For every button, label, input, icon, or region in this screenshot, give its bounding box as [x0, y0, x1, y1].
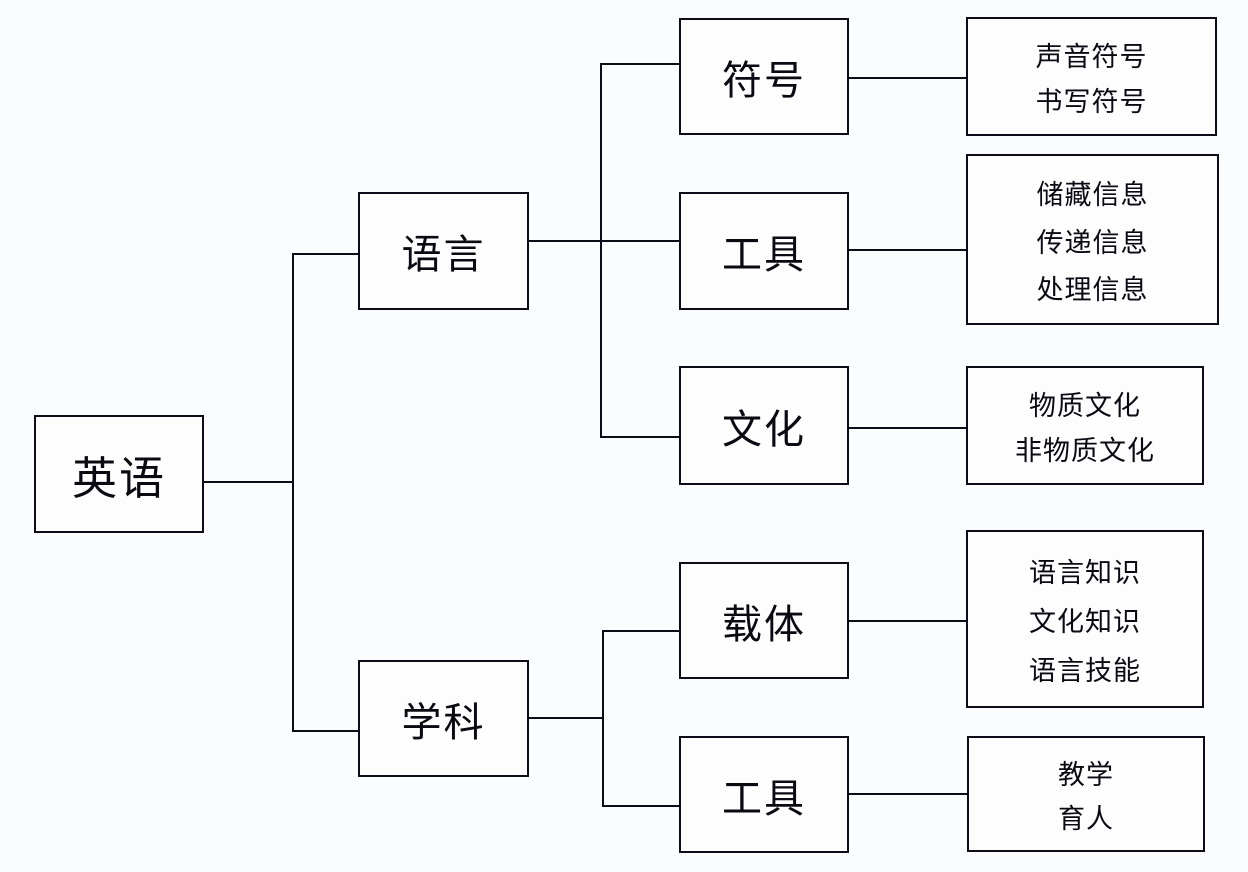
leaf-line: 处理信息: [1036, 274, 1149, 305]
leaf-line: 语言技能: [1029, 656, 1141, 687]
node-symbol: 符号: [679, 18, 849, 135]
leaf-line: 传递信息: [1036, 227, 1149, 258]
connector-carrier-details: [849, 620, 966, 622]
node-discipline-label: 学科: [401, 700, 486, 745]
connector-symbol-details: [849, 77, 966, 79]
leaf-tool-details: 储藏信息 传递信息 处理信息: [966, 154, 1219, 325]
leaf-carrier-details: 语言知识 文化知识 语言技能: [966, 530, 1204, 708]
leaf-line: 语言知识: [1029, 558, 1141, 589]
connector-trunk3-carrier: [604, 630, 679, 632]
node-tool-language-label: 工具: [722, 233, 806, 277]
connector-trunk1-vertical: [292, 253, 294, 732]
connector-trunk2-symbol: [602, 63, 679, 65]
leaf-line: 非物质文化: [1015, 436, 1155, 467]
node-english: 英语: [34, 415, 204, 533]
connector-trunk2-vertical: [600, 63, 602, 438]
leaf-line: 储藏信息: [1036, 180, 1149, 211]
node-culture: 文化: [679, 366, 849, 485]
node-language: 语言: [358, 192, 529, 310]
leaf-tool2-details: 教学 育人: [967, 736, 1205, 852]
node-discipline: 学科: [358, 660, 529, 777]
node-tool-language: 工具: [679, 192, 849, 310]
connector-culture-details: [849, 427, 966, 429]
connector-english-trunk: [204, 481, 293, 483]
leaf-line: 文化知识: [1029, 607, 1141, 638]
connector-tool2-details: [849, 793, 967, 795]
connector-language-tool: [529, 240, 679, 242]
leaf-line: 声音符号: [1035, 41, 1148, 72]
connector-trunk1-language: [294, 253, 358, 255]
connector-trunk1-discipline: [294, 730, 358, 732]
node-language-label: 语言: [401, 233, 486, 277]
node-carrier: 载体: [679, 562, 849, 679]
node-english-label: 英语: [71, 452, 166, 504]
node-carrier-label: 载体: [722, 602, 806, 647]
leaf-symbol-details: 声音符号 书写符号: [966, 17, 1217, 136]
connector-tool-details: [849, 249, 966, 251]
connector-trunk2-culture: [602, 436, 679, 438]
node-tool-discipline: 工具: [679, 736, 849, 853]
leaf-line: 物质文化: [1029, 390, 1141, 421]
connector-discipline-trunk: [529, 717, 603, 719]
node-symbol-label: 符号: [722, 58, 806, 103]
node-tool-discipline-label: 工具: [722, 776, 806, 821]
node-culture-label: 文化: [722, 407, 806, 452]
connector-trunk3-tool: [604, 805, 679, 807]
leaf-line: 育人: [1058, 804, 1114, 835]
connector-trunk3-vertical: [602, 630, 604, 807]
leaf-line: 书写符号: [1035, 87, 1148, 118]
leaf-line: 教学: [1058, 759, 1114, 790]
leaf-culture-details: 物质文化 非物质文化: [966, 366, 1204, 485]
